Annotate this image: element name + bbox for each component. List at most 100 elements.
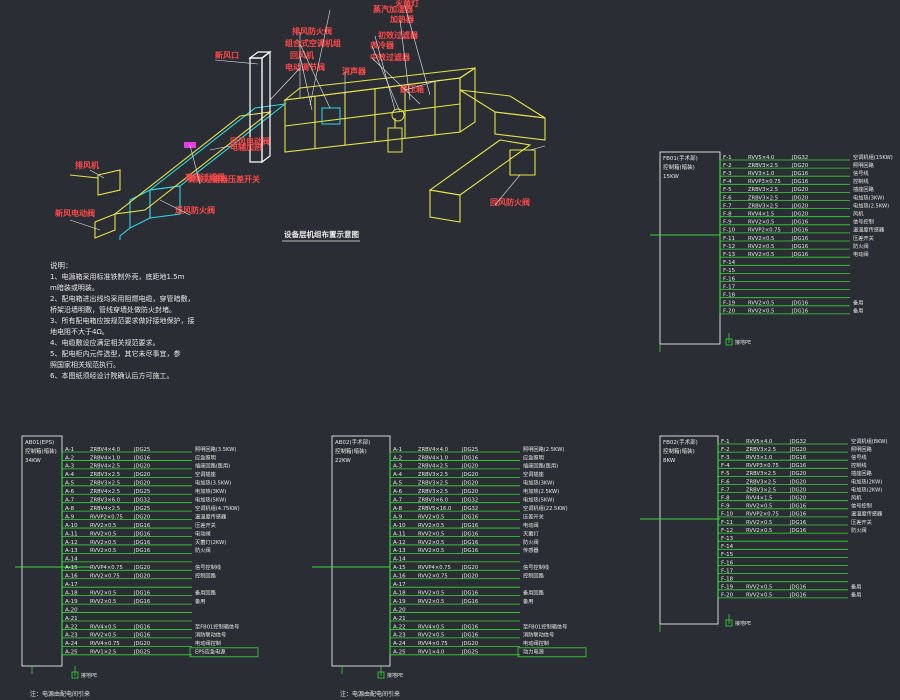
conduit-spec: JDG25 (133, 489, 150, 495)
load-description: 消防联动信号 (523, 631, 554, 639)
load-description: 动力电源 (523, 648, 545, 656)
load-description: 消防联动信号 (195, 631, 226, 639)
conduit-spec: JDG25 (133, 447, 150, 453)
cable-spec: ZRBV5×16.0 (418, 506, 451, 512)
load-description: 控制回路 (195, 572, 217, 580)
diagram-caption: 设备层机组布置示意图 (284, 229, 359, 239)
conduit-spec: JDG16 (133, 540, 150, 546)
load-description: 照明回路(2.5KW) (523, 445, 564, 453)
load-description: 信号控制线 (523, 563, 549, 571)
load-description: 照明回路 (853, 161, 875, 169)
circuit-id: A-14 (393, 557, 406, 563)
circuit-id: A-3 (393, 464, 403, 470)
load-description: 灭菌灯(2KW) (195, 538, 226, 546)
cable-spec: ZRBV4×1.0 (418, 455, 448, 461)
cable-spec: RVV2×0.5 (418, 599, 444, 605)
conduit-spec: JDG20 (461, 472, 478, 478)
conduit-spec: JDG16 (133, 455, 150, 461)
cable-spec: RVV2×0.5 (748, 301, 774, 307)
circuit-id: F-5 (723, 187, 732, 193)
cable-spec: RVV2×0.5 (746, 585, 772, 591)
load-description: 电动阀控制 (195, 639, 221, 647)
conduit-spec: JDG20 (789, 496, 806, 502)
load-description: 信号控制线 (195, 563, 221, 571)
circuit-id: A-2 (393, 455, 402, 461)
circuit-row: A-20 (62, 607, 192, 613)
conduit-spec: JDG20 (789, 447, 806, 453)
return-fire-damper-box (509, 149, 536, 176)
load-description: 备用回路 (523, 588, 545, 596)
earth-label: 接地PE (735, 339, 751, 346)
load-description: 电动阀 (523, 521, 539, 529)
circuit-row: F-15 (718, 552, 848, 558)
load-description: 电动阀 (853, 250, 869, 258)
callout-leader-line (209, 145, 231, 151)
conduit-spec: JDG20 (461, 565, 478, 571)
conduit-spec: JDG20 (791, 203, 808, 209)
conduit-spec: JDG16 (133, 548, 150, 554)
cable-spec: RVV2×0.5 (748, 236, 774, 242)
note-line: 4、电缆敷设应满足相关规范要求。 (50, 338, 159, 347)
ahu-mid-line (284, 103, 461, 127)
load-description: 电加热(5KW) (523, 496, 554, 504)
cable-spec: ZRBV3×6.0 (418, 498, 448, 504)
cable-spec: RVV2×0.5 (746, 593, 772, 599)
load-description: 至FB01控制箱信号 (195, 622, 239, 630)
circuit-id: A-4 (393, 472, 403, 478)
cable-spec: RVV1×2.5 (90, 650, 116, 656)
circuit-id: F-14 (721, 544, 734, 550)
load-description: 空调机组(15KW) (853, 153, 893, 161)
cable-spec: RVV4×0.75 (90, 641, 120, 647)
note-line: 3、所有配电箱应按规范要求做好接地保护，接 (50, 316, 194, 325)
circuit-id: F-2 (723, 163, 732, 169)
cable-spec: RVV2×0.5 (418, 531, 444, 537)
circuit-id: F-6 (723, 195, 732, 201)
cable-spec: ZRBV3×2.5 (748, 203, 778, 209)
cable-spec: RVV2×0.5 (418, 540, 444, 546)
note-line: 1、电源箱采用标准铁制外壳，底距地1.5m (50, 272, 185, 281)
callout-leader-line (404, 79, 441, 91)
load-description: 电动阀控制 (523, 639, 549, 647)
circuit-id: A-3 (65, 464, 75, 470)
load-description: 风机 (853, 210, 864, 218)
circuit-row: F-14 (718, 544, 848, 550)
load-description: 应急照明 (195, 453, 216, 461)
cable-spec: RVV2×0.5 (90, 633, 116, 639)
hepa-filter-label: 高效过滤器 (185, 172, 226, 182)
note-line: 桥架沿墙明敷，管线穿墙处做防火封堵。 (50, 305, 176, 314)
supply-duct-drop (119, 227, 131, 240)
circuit-id: A-5 (65, 481, 75, 487)
circuit-id: F-5 (721, 471, 730, 477)
load-description: 备用 (853, 299, 863, 307)
cooling-coil-label: 表冷器 (369, 40, 395, 50)
cable-spec: RVV3×1.0 (748, 171, 774, 177)
circuit-id: F-16 (721, 560, 734, 566)
isometric-ductwork-diagram: 电辅加热排风防火阀组合式空调机组回风机高效过滤器电动调节阀蒸汽加湿器加热器初效过… (55, 0, 546, 242)
cable-spec: ZRBV3×2.5 (746, 479, 776, 485)
load-description: 电加热(2.5KW) (853, 201, 889, 209)
circuit-id: A-6 (393, 489, 403, 495)
conduit-spec: JDG16 (791, 244, 808, 250)
cable-spec: RVV2×0.5 (90, 590, 116, 596)
load-description: 灭菌灯 (523, 529, 539, 537)
circuit-id: A-21 (65, 616, 78, 622)
circuit-id: F-1 (721, 439, 730, 445)
